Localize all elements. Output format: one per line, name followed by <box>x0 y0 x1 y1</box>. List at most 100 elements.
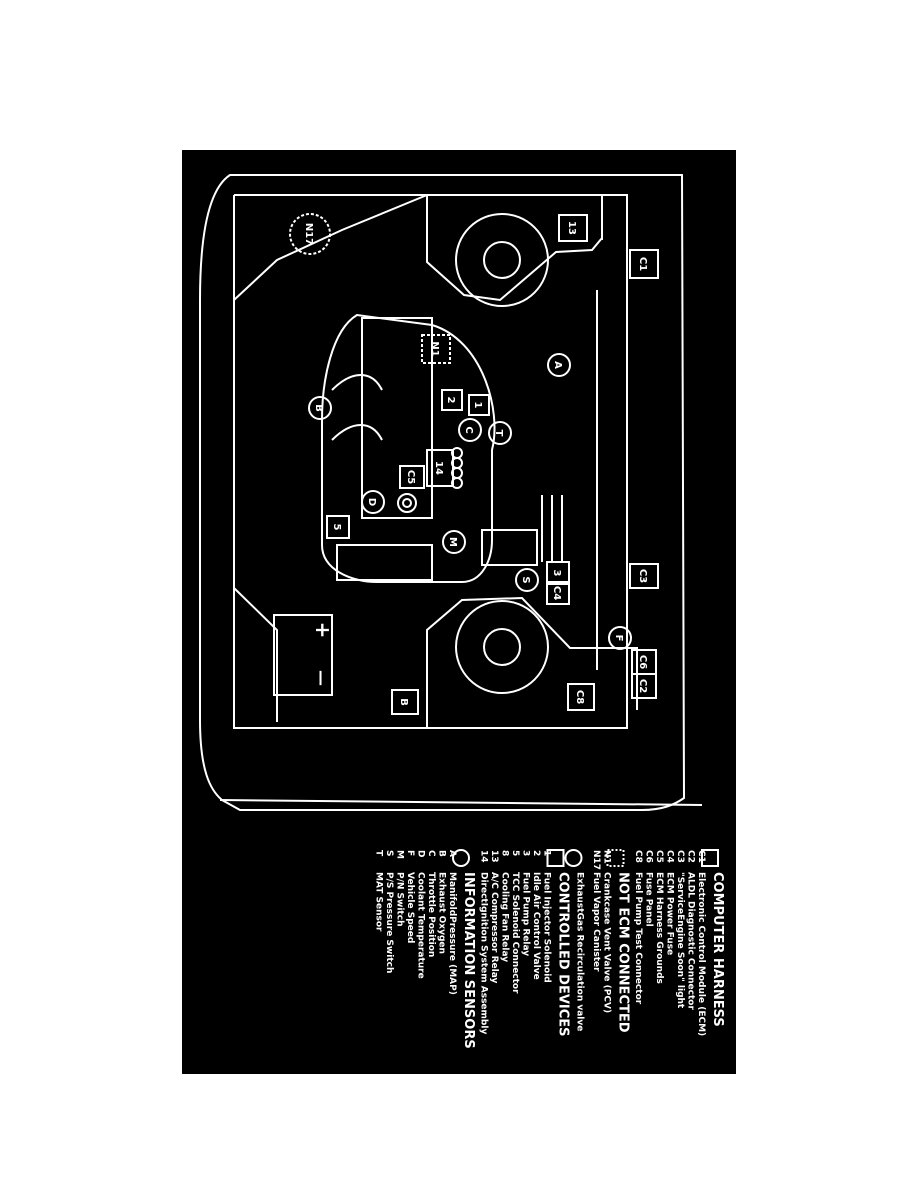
label-t: T <box>493 430 504 437</box>
not-ecm-connected-code: N17 <box>591 850 601 870</box>
information-sensors-symbol <box>452 849 470 867</box>
controlled-devices-item: Fuel Pump Relay <box>521 872 531 956</box>
information-sensors-item: Throttle Position <box>426 872 436 957</box>
controlled-devices-code: 3 <box>521 850 531 856</box>
battery <box>273 614 333 696</box>
circle-n17 <box>289 213 331 255</box>
information-sensors-item: Vehicle Speed <box>405 872 415 943</box>
sensor-t <box>488 421 512 445</box>
body-edge <box>219 799 703 806</box>
label-n1: N1 <box>429 341 440 356</box>
information-sensors-item: Exhaust Oxygen <box>437 872 447 954</box>
controlled-devices-code: 5 <box>510 850 520 856</box>
front-wheel-left <box>455 213 549 307</box>
label-3: 3 <box>551 570 562 577</box>
information-sensors-item: P/N Switch <box>395 872 405 926</box>
information-sensors-code: M <box>395 850 405 859</box>
exhaust-manifold-lines <box>331 374 383 441</box>
label-c8: C8 <box>574 690 585 704</box>
sensor-b <box>308 396 332 420</box>
box-2 <box>441 389 463 411</box>
computer-harness-item: ECM Power Fuse <box>665 872 675 955</box>
not-ecm-connected-item: Crankcase Vent Valve (PCV) <box>602 872 612 1013</box>
information-sensors-code: C <box>426 850 436 857</box>
controlled-devices-item: Idle Air Control Valve <box>531 872 541 980</box>
sensor-f <box>608 626 632 650</box>
label-c5: C5 <box>405 470 416 484</box>
front-hub-right <box>483 628 521 666</box>
box-c5 <box>399 465 425 489</box>
egr-text: ExhaustGas Recirculation valve <box>575 872 585 1031</box>
computer-harness-item: Electronic Control Module (ECM) <box>696 872 706 1036</box>
engine-outline <box>321 313 496 583</box>
information-sensors-code: T <box>374 850 384 857</box>
box-14 <box>426 449 454 487</box>
box-c1 <box>629 249 659 279</box>
label-f: F <box>613 635 624 642</box>
label-14: 14 <box>433 461 444 475</box>
computer-harness-item: ALDL Diagnostic Connector <box>686 872 696 1010</box>
controlled-devices-item: Fuel Injector Solenoid <box>542 872 552 983</box>
label-n17: N17 <box>303 223 314 245</box>
controlled-devices-code: 2 <box>531 850 541 856</box>
box-13 <box>558 214 588 242</box>
label-c6: C6 <box>637 655 648 669</box>
label-c3: C3 <box>637 569 648 583</box>
label-c: C <box>463 426 474 433</box>
box-n1 <box>421 334 451 364</box>
controlled-devices-item: A/C Compressor Relay <box>489 872 499 984</box>
fuse-box-block <box>481 529 538 566</box>
information-sensors-code: D <box>416 850 426 857</box>
information-sensors-item: Coolant Temperature <box>416 872 426 979</box>
computer-harness-item: "ServiceEngine Soon" light <box>675 872 685 1009</box>
label-5: 5 <box>331 524 342 531</box>
controlled-devices-item: DirectIgnition System Assembly <box>479 872 489 1034</box>
egr-symbol <box>564 849 583 867</box>
cowl-line-bottom <box>233 587 278 722</box>
computer-harness-code: C4 <box>665 850 675 863</box>
computer-harness-code: C3 <box>675 850 685 863</box>
diagram-panel: 13 C1 N1 2 1 14 C5 5 3 C4 C3 C6 C2 C8 B … <box>182 150 736 1074</box>
controlled-devices-item: TCC Solenoid Connector <box>510 872 520 994</box>
sensor-d <box>361 490 385 514</box>
right-fender-line <box>426 596 638 728</box>
computer-harness-symbol <box>701 849 719 867</box>
information-sensors-item: P/S Pressure Switch <box>384 872 394 973</box>
controlled-devices-code: 1 <box>542 850 552 856</box>
engine-valve-cover <box>361 317 433 519</box>
information-sensors-item: ManifoldPressure (MAP) <box>447 872 457 995</box>
controlled-devices-code: 14 <box>479 850 489 863</box>
body-outline <box>199 174 686 811</box>
controlled-devices-heading: CONTROLLED DEVICES <box>556 872 571 1037</box>
information-sensors-code: B <box>437 850 447 857</box>
box-c4 <box>546 581 570 605</box>
controlled-devices-code: 8 <box>500 850 510 856</box>
computer-harness-item: ECM Harness Grounds <box>654 872 664 984</box>
label-2: 2 <box>445 397 456 404</box>
label-s: S <box>520 576 531 583</box>
left-fender-line <box>426 195 603 302</box>
computer-harness-code: C8 <box>633 850 643 863</box>
front-wheel-right <box>455 600 549 694</box>
computer-harness-code: C6 <box>644 850 654 863</box>
label-13: 13 <box>566 221 577 235</box>
battery-plus: + <box>311 622 335 639</box>
box-c2 <box>631 673 657 699</box>
computer-harness-item: Fuse Panel <box>644 872 654 927</box>
front-hub-left <box>483 241 521 279</box>
information-sensors-code: A <box>447 850 457 857</box>
box-c3 <box>629 563 659 589</box>
information-sensors-heading: INFORMATION SENSORS <box>461 872 476 1049</box>
label-m: M <box>447 537 458 547</box>
label-b-device: B <box>398 698 409 706</box>
engine-compartment-diagram: 13 C1 N1 2 1 14 C5 5 3 C4 C3 C6 C2 C8 B … <box>199 174 725 1049</box>
not-ecm-connected-symbol <box>606 849 625 867</box>
computer-harness-item: Fuel Pump Test Connector <box>633 872 643 1005</box>
label-1: 1 <box>472 402 483 409</box>
label-a: A <box>552 361 563 369</box>
controlled-devices-symbol <box>546 849 565 867</box>
cowl-line-top <box>233 194 428 301</box>
box-5 <box>326 515 350 539</box>
box-3 <box>546 561 570 585</box>
